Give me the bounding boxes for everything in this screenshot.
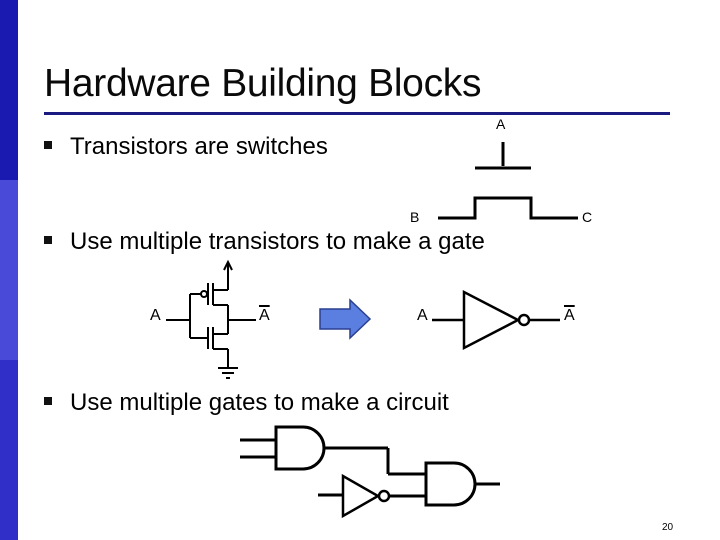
cmos-input-label: A xyxy=(150,307,161,324)
sidebar-band xyxy=(0,0,18,540)
inverter-input-label: A xyxy=(417,307,428,324)
sidebar-segment xyxy=(0,0,18,180)
bullet-text: Transistors are switches xyxy=(70,133,328,160)
bullet-square-icon xyxy=(44,141,52,149)
transistor-gate-label: A xyxy=(496,116,506,132)
small-circuit-diagram xyxy=(240,425,500,519)
inverter-gate-symbol xyxy=(432,289,560,351)
bullet-square-icon xyxy=(44,397,52,405)
cmos-output-label: A xyxy=(259,307,270,324)
sidebar-segment xyxy=(0,360,18,540)
transistor-switch-diagram xyxy=(438,142,578,220)
bullet-item: Use multiple gates to make a circuit xyxy=(44,389,449,417)
and-gate-1 xyxy=(274,425,326,471)
bullet-item: Transistors are switches xyxy=(44,133,328,161)
transistor-channel xyxy=(438,196,578,220)
cmos-inverter-schematic xyxy=(166,259,256,379)
transistor-source-label: B xyxy=(410,209,420,225)
bullet-text: Use multiple gates to make a circuit xyxy=(70,389,449,416)
right-arrow-icon xyxy=(319,298,372,340)
bullet-text: Use multiple transistors to make a gate xyxy=(70,228,485,255)
inverter-gate-small xyxy=(341,473,381,519)
bullet-item: Use multiple transistors to make a gate xyxy=(44,228,485,256)
and-gate-2 xyxy=(424,461,477,507)
sidebar-segment xyxy=(0,180,18,360)
title-underline xyxy=(44,112,670,115)
transistor-drain-label: C xyxy=(582,209,593,225)
page-number: 20 xyxy=(662,522,674,533)
bullet-square-icon xyxy=(44,236,52,244)
pmos-bubble xyxy=(200,290,208,298)
slide-title: Hardware Building Blocks xyxy=(44,62,482,105)
inverter-output-label: A xyxy=(564,307,575,324)
